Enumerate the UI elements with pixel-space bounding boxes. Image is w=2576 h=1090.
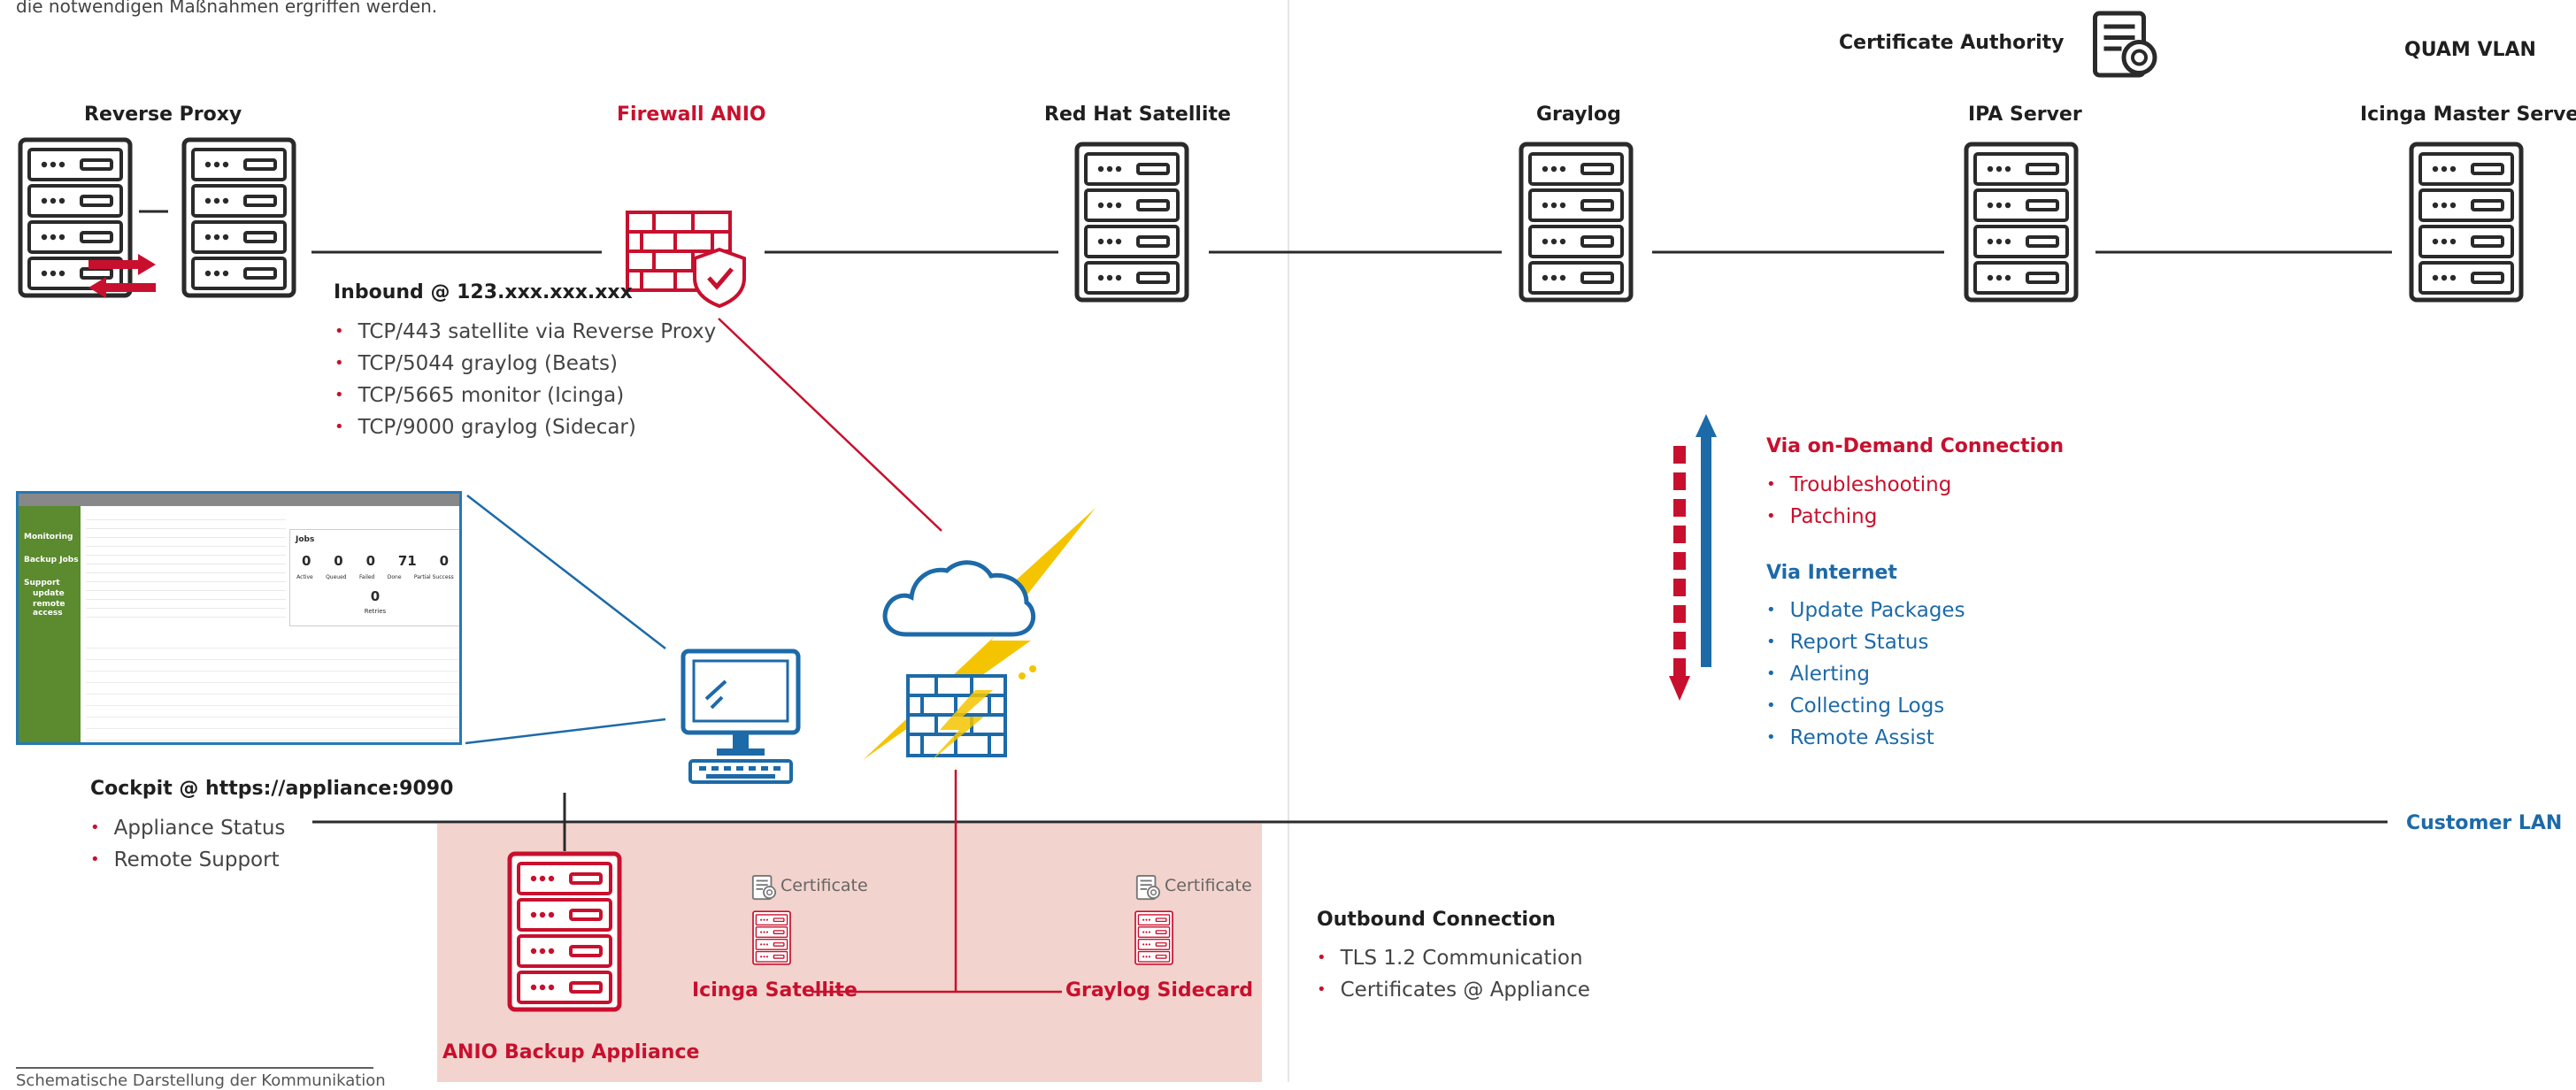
reverse-proxy-label: Reverse Proxy [84, 104, 242, 126]
screenshot-nav-monitoring: Monitoring [24, 533, 73, 541]
inbound-item: TCP/5044 graylog (Beats) [334, 349, 716, 380]
outbound-list: TLS 1.2 Communication Certificates @ App… [1317, 943, 1590, 1007]
internet-title: Via Internet [1766, 562, 1897, 584]
certificate-icon [751, 874, 777, 901]
icinga-satellite-label: Icinga Satellite [692, 979, 857, 1002]
inbound-item: TCP/5665 monitor (Icinga) [334, 380, 716, 412]
firewall-shield-icon [626, 211, 746, 309]
screenshot-nav-backup: Backup Jobs [24, 556, 79, 564]
redirect-arrows-icon [88, 254, 156, 298]
graylog-server-icon [1519, 142, 1634, 303]
certificate-label: Certificate [1165, 876, 1252, 895]
icinga-master-label: Icinga Master Server [2360, 104, 2576, 126]
cockpit-item: Appliance Status [90, 813, 286, 845]
screenshot-jobs-label: Done [387, 574, 402, 580]
screenshot-jobs-value: 0 [301, 553, 311, 569]
graylog-sidecard-label: Graylog Sidecard [1065, 979, 1254, 1002]
screenshot-jobs-value: 71 [397, 553, 417, 569]
inbound-list: TCP/443 satellite via Reverse Proxy TCP/… [334, 317, 717, 444]
screenshot-sidebar: Monitoring Backup Jobs Support update re… [19, 506, 81, 742]
cockpit-title: Cockpit @ https://appliance:9090 [90, 778, 454, 800]
screenshot-jobs-label: Active [296, 574, 313, 580]
internet-lightning-icon [863, 508, 1096, 760]
cockpit-list: Appliance Status Remote Support [90, 813, 286, 877]
ipa-label: IPA Server [1968, 104, 2082, 126]
screenshot-nav-remote: remote access [33, 600, 65, 618]
firewall-label: Firewall ANIO [617, 104, 766, 126]
computer-icon [681, 649, 801, 784]
certificate-icon [1135, 874, 1161, 901]
screenshot-topbar [19, 494, 459, 506]
internet-item: Collecting Logs [1766, 691, 1965, 723]
reverse-proxy-server-icon-2 [181, 137, 296, 298]
outbound-item: Certificates @ Appliance [1317, 975, 1590, 1007]
on-demand-list: Troubleshooting Patching [1766, 470, 1952, 533]
satellite-label: Red Hat Satellite [1044, 104, 1231, 126]
vlan-label: QUAM VLAN [2404, 39, 2536, 61]
screenshot-jobs-label: Partial Success [413, 574, 454, 580]
screenshot-jobs-value: 0 [439, 553, 450, 569]
screenshot-jobs-label: Failed [358, 574, 375, 580]
internet-item: Update Packages [1766, 595, 1965, 627]
satellite-server-icon [1074, 142, 1189, 303]
screenshot-nav-support: Support [24, 579, 60, 587]
ipa-server-icon [1964, 142, 2079, 303]
bidirectional-arrows-icon [1669, 414, 1717, 701]
backup-appliance-server-icon [507, 851, 622, 1012]
icinga-master-server-icon [2409, 142, 2524, 303]
firewall-brick-icon [906, 674, 1007, 761]
inbound-item: TCP/443 satellite via Reverse Proxy [334, 317, 717, 349]
icinga-satellite-server-icon [752, 910, 791, 965]
screenshot-table [86, 511, 286, 618]
internet-item: Report Status [1766, 627, 1965, 659]
screenshot-retries-label: Retries [364, 608, 387, 615]
inbound-item: TCP/9000 graylog (Sidecar) [334, 412, 716, 444]
screenshot-jobs-value: 0 [334, 553, 343, 569]
backup-appliance-label: ANIO Backup Appliance [442, 1041, 700, 1063]
screenshot-jobs-value: 0 [365, 553, 375, 569]
screenshot-jobs-title: Jobs [296, 535, 315, 544]
on-demand-item: Patching [1766, 502, 1951, 533]
certificate-label: Certificate [780, 876, 868, 895]
internet-item: Alerting [1766, 659, 1965, 691]
outbound-title: Outbound Connection [1317, 909, 1556, 931]
header-fragment: die notwendigen Maßnahmen ergriffen werd… [16, 0, 438, 17]
on-demand-item: Troubleshooting [1766, 470, 1952, 502]
graylog-label: Graylog [1536, 104, 1621, 126]
cloud-icon [882, 560, 1035, 637]
screenshot-log-table [86, 637, 459, 742]
screenshot-jobs-panel: Jobs 0 0 0 71 0 Active Queued Failed Don… [289, 529, 459, 626]
certificate-authority-icon [2084, 9, 2164, 80]
screenshot-retries-value: 0 [370, 588, 381, 604]
outbound-item: TLS 1.2 Communication [1317, 943, 1590, 975]
on-demand-title: Via on-Demand Connection [1766, 435, 2064, 457]
zone-divider [1288, 0, 1289, 1082]
cockpit-item: Remote Support [90, 845, 285, 877]
ca-label: Certificate Authority [1839, 32, 2065, 54]
cockpit-screenshot: Monitoring Backup Jobs Support update re… [16, 491, 462, 745]
graylog-sidecard-server-icon [1134, 910, 1173, 965]
screenshot-nav-update: update [33, 589, 65, 598]
screenshot-jobs-label: Queued [326, 574, 347, 580]
internet-item: Remote Assist [1766, 723, 1965, 755]
customer-lan-label: Customer LAN [2406, 812, 2563, 834]
inbound-title: Inbound @ 123.xxx.xxx.xxx [334, 281, 633, 303]
internet-list: Update Packages Report Status Alerting C… [1766, 595, 1965, 755]
footer-fragment: Schematische Darstellung der Kommunikati… [16, 1071, 386, 1090]
